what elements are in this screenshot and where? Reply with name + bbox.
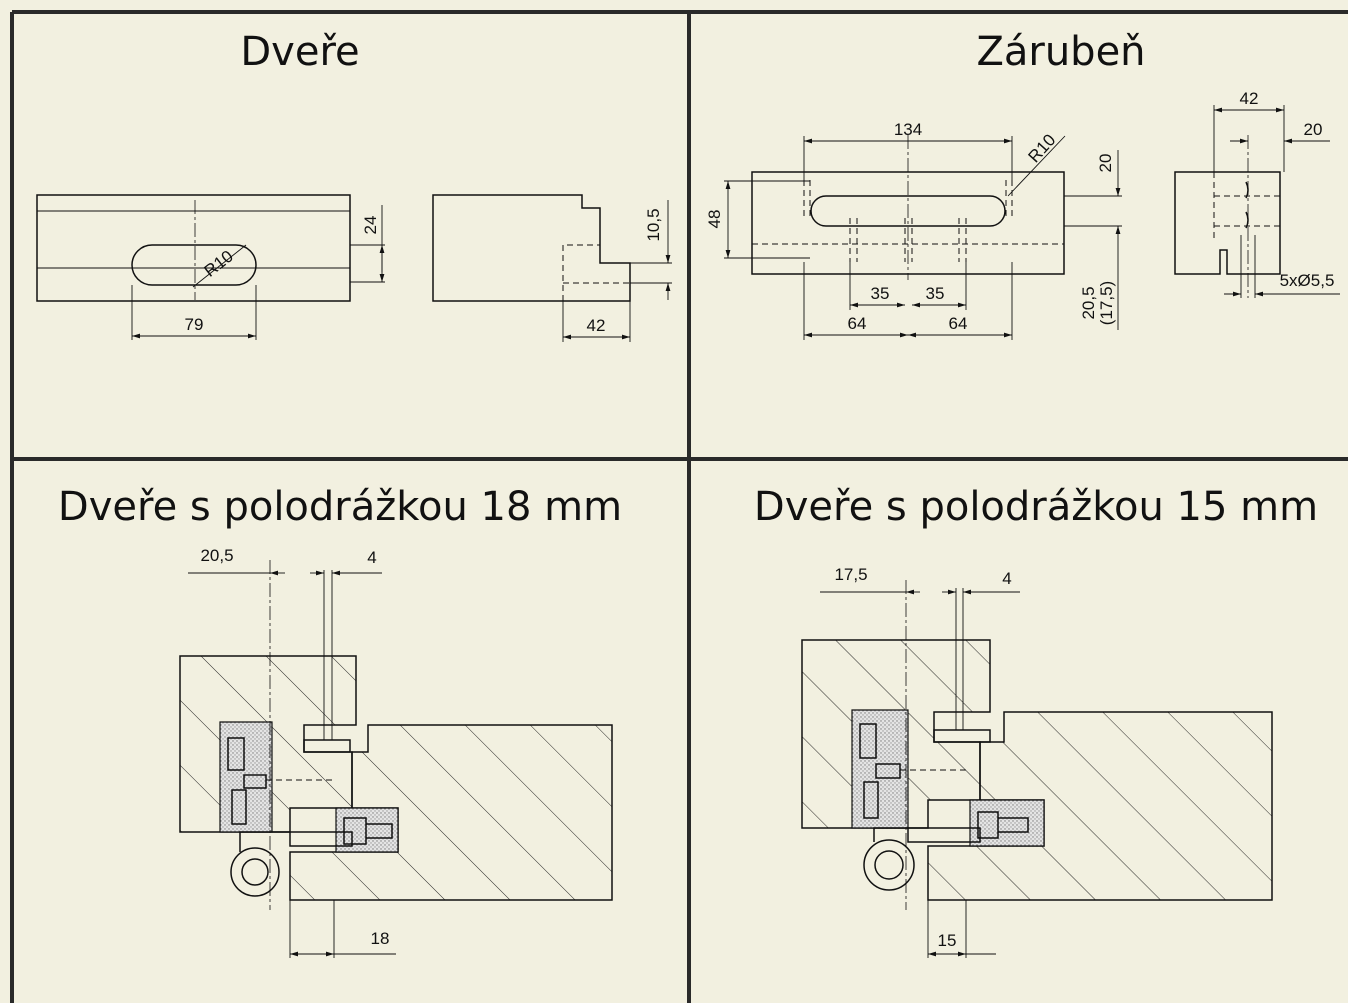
- door-dim-10-5: 10,5: [644, 208, 663, 241]
- panel-rebate-15-title: Dveře s polodrážkou 15 mm: [754, 484, 1318, 530]
- panel-rebate-18-title: Dveře s polodrážkou 18 mm: [58, 484, 622, 530]
- frame-front-view: 134 R10 48 20 35 35 64 64 20,5 (17,5): [705, 120, 1122, 340]
- door-dim-24: 24: [361, 216, 380, 235]
- frame-side-dim-holes: 5xØ5,5: [1280, 271, 1335, 290]
- rebate-15-dim-15: 15: [938, 931, 957, 950]
- frame-dim-17-5: (17,5): [1097, 281, 1116, 325]
- panel-grid: [10, 10, 1348, 1003]
- panel-frame: Zárubeň: [705, 29, 1340, 340]
- frame-side-view: 42 20 5xØ5,5: [1174, 89, 1340, 298]
- door-dim-42: 42: [587, 316, 606, 335]
- panel-frame-title: Zárubeň: [976, 29, 1145, 75]
- frame-dim-134: 134: [894, 120, 922, 139]
- frame-dim-64-right: 64: [949, 314, 968, 333]
- rebate-15-dim-17-5: 17,5: [834, 565, 867, 584]
- rebate-15-dim-4: 4: [1002, 569, 1011, 588]
- frame-dim-48: 48: [705, 210, 724, 229]
- rebate-18-dim-4: 4: [367, 548, 376, 567]
- rebate-18-dim-18: 18: [371, 929, 390, 948]
- door-dim-79: 79: [185, 315, 204, 334]
- frame-dim-35-right: 35: [926, 284, 945, 303]
- rebate-18-section: 20,5 4 18: [179, 546, 613, 958]
- frame-dim-20-5: 20,5: [1079, 286, 1098, 319]
- frame-dim-35-left: 35: [871, 284, 890, 303]
- frame-dim-20: 20: [1096, 154, 1115, 173]
- rebate-18-dim-20-5: 20,5: [200, 546, 233, 565]
- frame-dim-64-left: 64: [848, 314, 867, 333]
- rebate-15-section: 17,5 4 15: [801, 565, 1273, 958]
- door-side-view: 10,5 42: [432, 194, 672, 342]
- frame-side-dim-42: 42: [1240, 89, 1259, 108]
- frame-side-dim-20: 20: [1304, 120, 1323, 139]
- panel-rebate-18: Dveře s polodrážkou 18 mm: [58, 484, 622, 958]
- panel-door-title: Dveře: [240, 29, 359, 75]
- panel-rebate-15: Dveře s polodrážkou 15 mm: [754, 484, 1318, 958]
